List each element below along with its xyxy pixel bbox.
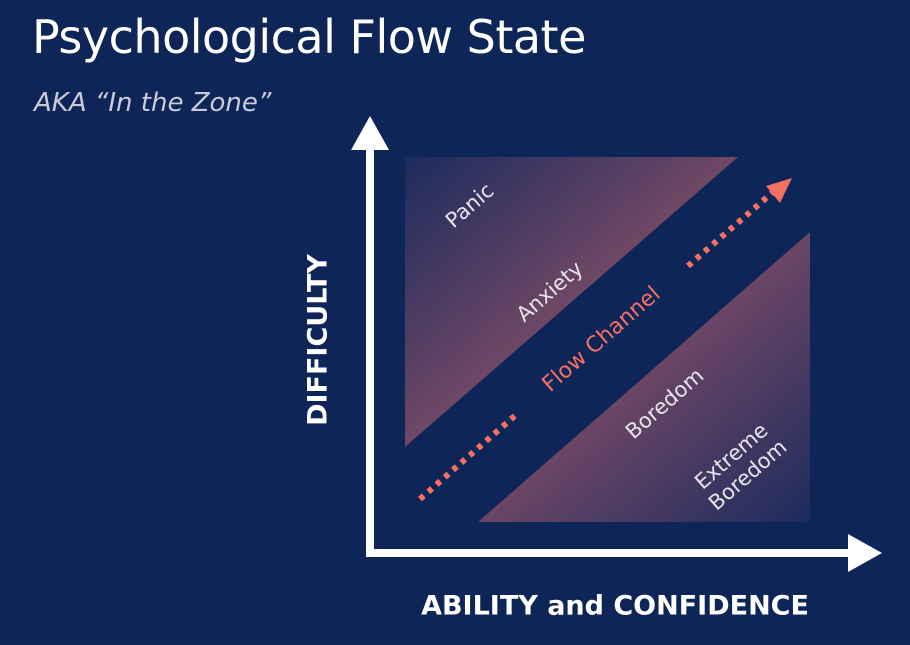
y-axis-arrow-icon — [351, 116, 389, 150]
x-axis-label: ABILITY and CONFIDENCE — [421, 590, 809, 622]
boredom-zone — [478, 232, 810, 522]
page-title: Psychological Flow State — [32, 10, 586, 64]
flow-dotted-line-upper — [686, 190, 774, 269]
y-axis-label: DIFFICULTY — [302, 254, 334, 426]
x-axis-arrow-icon — [848, 534, 882, 572]
subtitle: AKA “In the Zone” — [34, 88, 272, 118]
anxiety-zone — [405, 157, 738, 447]
flow-arrow-head — [766, 178, 792, 203]
flow-dotted-line-lower — [418, 410, 520, 502]
